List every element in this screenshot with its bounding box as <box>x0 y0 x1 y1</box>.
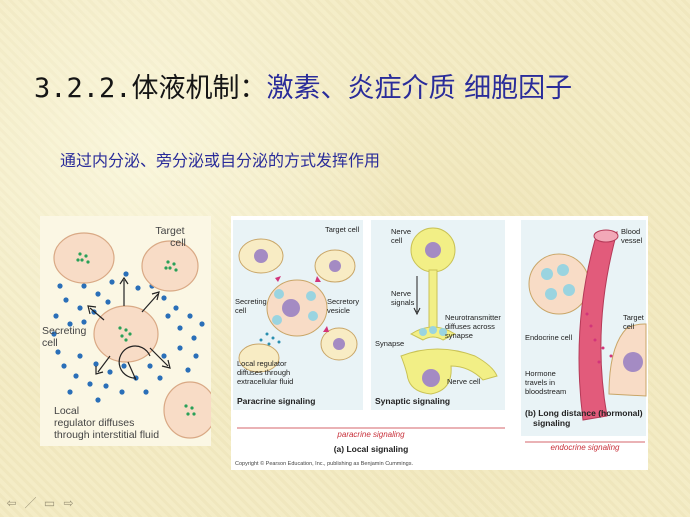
previous-slide-icon[interactable]: ⇦ <box>6 496 17 510</box>
target-cell-right <box>141 240 199 292</box>
title-highlight: 激素、炎症介质 细胞因子 <box>266 73 573 104</box>
local-regulator-diagram: Target cell Secreting cell Local regulat… <box>42 225 217 441</box>
endocrine-cell-label: Endocrine cell <box>525 333 572 342</box>
title-main: 体液机制 <box>131 73 240 104</box>
paracrine-regulator-label-3: extracellular fluid <box>237 377 293 386</box>
synaptic-nerve-cell-label-2: cell <box>391 236 403 245</box>
paracrine-caption: Paracrine signaling <box>237 396 315 406</box>
paracrine-vesicle-label-1: Secretory <box>327 297 359 306</box>
paracrine-arrows <box>275 276 329 332</box>
hormone-label-2: travels in <box>525 378 555 387</box>
caption-line-1: Local <box>54 405 79 417</box>
next-slide-icon[interactable]: ⇨ <box>63 496 74 510</box>
diffusion-arrows <box>87 276 171 381</box>
title-separator: ： <box>239 73 267 104</box>
hormone-label-3: bloodstream <box>525 387 566 396</box>
neurotransmitter-label-1: Neurotransmitter <box>445 313 501 322</box>
copyright-notice: Copyright © Pearson Education, Inc., pub… <box>235 460 413 467</box>
pen-icon[interactable]: ／ <box>24 496 37 510</box>
hormonal-caption-2: signaling <box>533 418 570 428</box>
paracrine-signaling-tag: paracrine signaling <box>336 430 405 439</box>
paracrine-molecules <box>259 332 281 346</box>
hormonal-target-cell-label-2: cell <box>623 322 635 331</box>
hormonal-caption-1: (b) Long distance (hormonal) <box>525 408 643 418</box>
synaptic-nerve-signals-label-1: Nerve <box>391 289 411 298</box>
caption-line-3: through interstitial fluid <box>54 429 159 441</box>
blood-vessel-label-2: vessel <box>621 236 643 245</box>
slide-menu-icon[interactable]: ▭ <box>43 496 56 510</box>
paracrine-regulator-label-2: diffuses through <box>237 368 290 377</box>
secreting-cell-label-line-2: cell <box>42 337 58 349</box>
target-cell-bottom <box>163 381 217 439</box>
local-signaling-caption: (a) Local signaling <box>334 444 409 454</box>
title-number: 3.2.2. <box>34 73 132 104</box>
synapse-label: Synapse <box>375 339 404 348</box>
synaptic-neurons <box>400 227 498 395</box>
synaptic-caption: Synaptic signaling <box>375 396 450 406</box>
hormonal-target-cell-label-1: Target <box>623 313 645 322</box>
paracrine-cells <box>238 238 358 373</box>
slide-navigation: ⇦ ／ ▭ ⇨ <box>4 496 76 510</box>
slide-subtitle: 通过内分泌、旁分泌或自分泌的方式发挥作用 <box>60 151 381 170</box>
paracrine-secreting-label-2: cell <box>235 306 247 315</box>
cell-signaling-diagram: Target cell Secreting cell Secretory ves… <box>233 220 647 467</box>
synaptic-nerve-cell-bottom-label: Nerve cell <box>447 377 481 386</box>
paracrine-secreting-label-1: Secreting <box>235 297 267 306</box>
blood-vessel-label-1: Blood <box>621 227 640 236</box>
caption-line-2: regulator diffuses <box>54 417 134 429</box>
extracellular-dots <box>51 271 205 403</box>
synaptic-nerve-cell-label-1: Nerve <box>391 227 411 236</box>
target-cell-label-line-2: cell <box>170 237 186 249</box>
cell-signaling-figure: Target cell Secreting cell Secretory ves… <box>231 216 648 470</box>
endocrine-signaling-tag: endocrine signaling <box>551 443 620 452</box>
slide-title: 3.2.2.体液机制：激素、炎症介质 细胞因子 <box>34 66 572 105</box>
hormonal-diagram <box>528 229 647 421</box>
secreting-cell-label-line-1: Secreting <box>42 325 87 337</box>
paracrine-target-cell-label: Target cell <box>325 225 360 234</box>
local-regulator-figure: Target cell Secreting cell Local regulat… <box>40 216 217 446</box>
paracrine-regulator-label-1: Local regulator <box>237 359 287 368</box>
target-cell-label-line-1: Target <box>155 225 184 237</box>
hormone-label-1: Hormone <box>525 369 556 378</box>
target-cell-top <box>53 232 115 284</box>
neurotransmitter-label-3: synapse <box>445 331 473 340</box>
paracrine-vesicle-label-2: vesicle <box>327 306 350 315</box>
synaptic-nerve-signals-label-2: signals <box>391 298 415 307</box>
neurotransmitter-label-2: diffuses across <box>445 322 495 331</box>
